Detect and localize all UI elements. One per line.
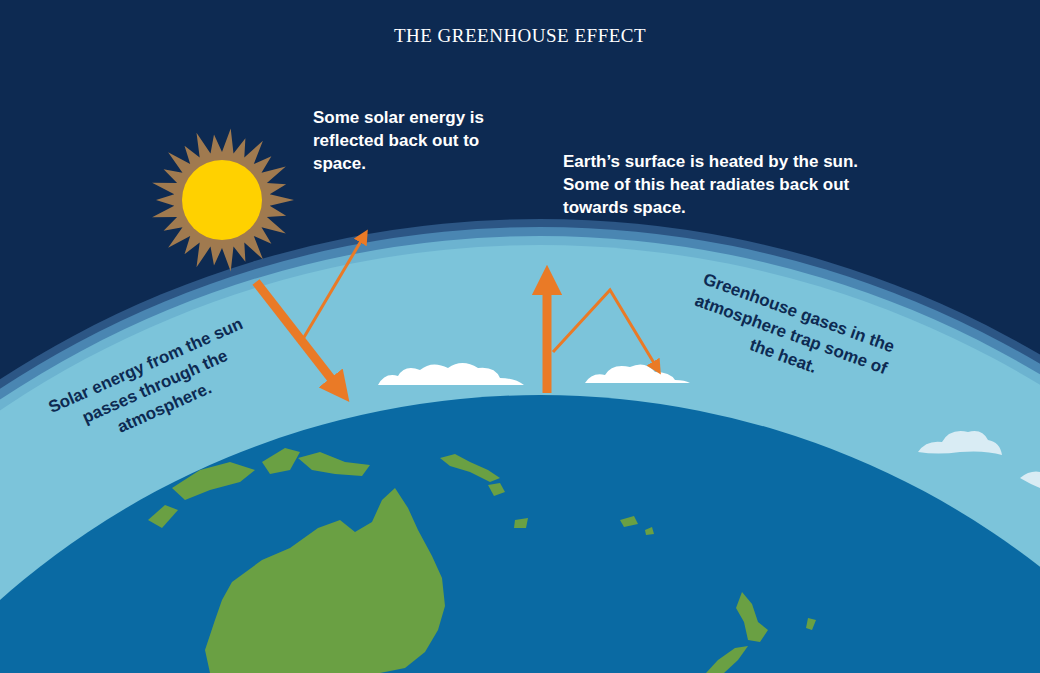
earth xyxy=(0,395,1040,673)
diagram-title: THE GREENHOUSE EFFECT xyxy=(320,24,720,47)
energy-arrows xyxy=(256,236,657,393)
callout-text: Earth’s surface is heated by the sun. So… xyxy=(563,150,883,219)
sun xyxy=(152,129,294,272)
callout-text: Some solar energy is reflected back out … xyxy=(313,106,493,175)
atmosphere xyxy=(0,219,1040,673)
clouds xyxy=(378,363,1040,488)
continents xyxy=(148,448,816,673)
